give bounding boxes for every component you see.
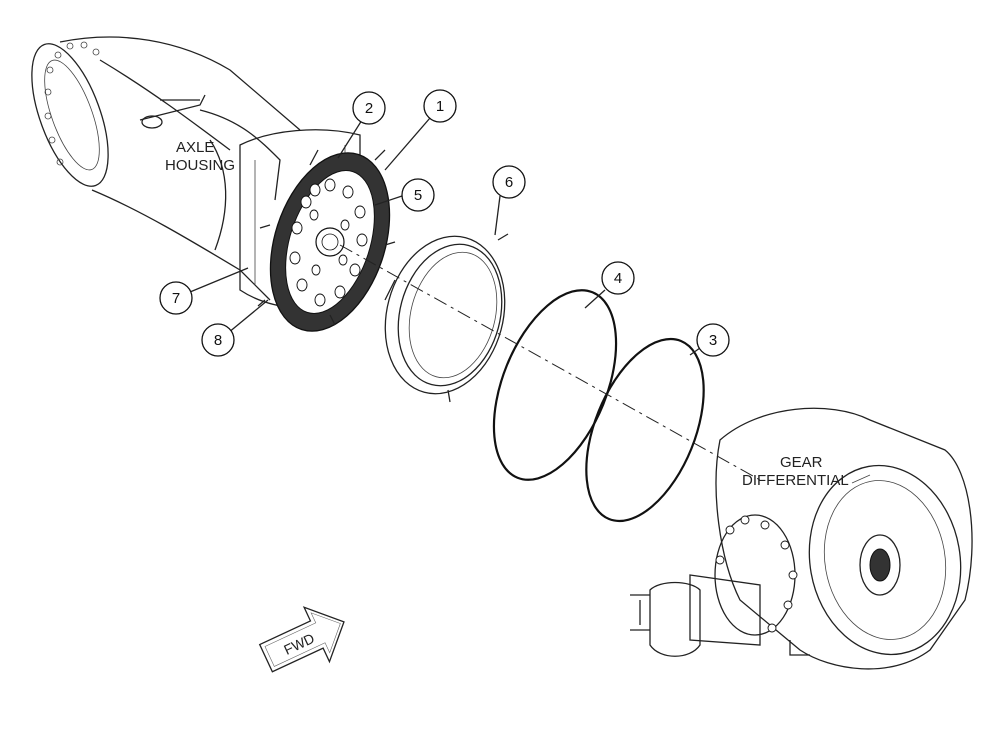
axle-housing-label-1: AXLE bbox=[176, 139, 214, 156]
callout-5: 5 bbox=[401, 178, 435, 212]
callout-7-number: 7 bbox=[172, 290, 180, 307]
flange-studs bbox=[257, 149, 396, 326]
axle-housing bbox=[31, 36, 361, 310]
o-ring-4 bbox=[492, 289, 618, 481]
gear-differential bbox=[630, 407, 973, 670]
callout-6: 6 bbox=[492, 165, 526, 199]
leader-lines bbox=[189, 117, 701, 356]
callout-2-number: 2 bbox=[365, 100, 373, 117]
centerline bbox=[339, 244, 761, 481]
disc-pack bbox=[269, 152, 391, 332]
callout-4: 4 bbox=[601, 261, 635, 295]
callout-8-number: 8 bbox=[214, 332, 222, 349]
callout-3-number: 3 bbox=[709, 332, 717, 349]
axle-housing-label-2: HOUSING bbox=[165, 157, 235, 174]
callout-4-number: 4 bbox=[614, 270, 622, 287]
callout-5-number: 5 bbox=[414, 187, 422, 204]
callout-3: 3 bbox=[696, 323, 730, 357]
callout-7: 7 bbox=[159, 281, 193, 315]
callout-1-number: 1 bbox=[436, 98, 444, 115]
piston-retainer bbox=[384, 233, 509, 403]
callout-6-number: 6 bbox=[505, 174, 513, 191]
gear-differential-label-1: GEAR bbox=[780, 454, 823, 471]
callout-1: 1 bbox=[423, 89, 457, 123]
callout-8: 8 bbox=[201, 323, 235, 357]
callout-2: 2 bbox=[352, 91, 386, 125]
o-ring-3 bbox=[585, 337, 705, 523]
fwd-arrow: FWD bbox=[258, 606, 345, 673]
gear-differential-label-2: DIFFERENTIAL bbox=[742, 472, 849, 489]
